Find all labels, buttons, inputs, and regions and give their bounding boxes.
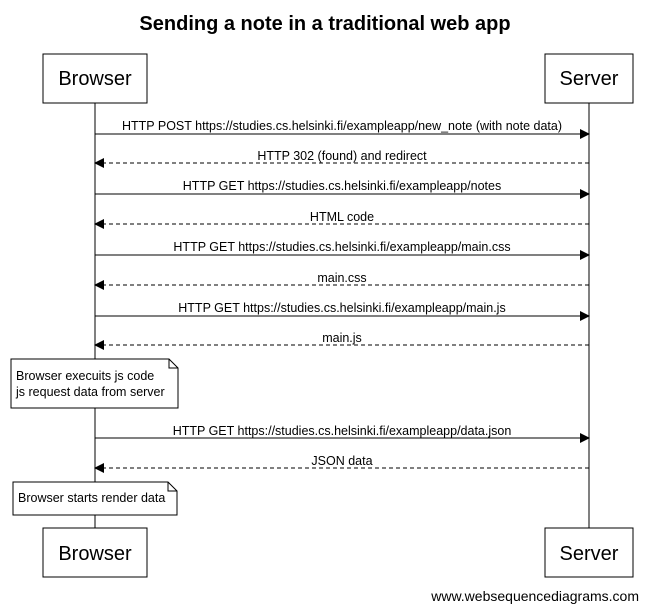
message-3: HTTP GET https://studies.cs.helsinki.fi/…	[95, 179, 590, 199]
message-10: JSON data	[94, 454, 589, 473]
message-label: JSON data	[311, 454, 372, 468]
message-label: main.css	[317, 271, 366, 285]
message-label: HTTP GET https://studies.cs.helsinki.fi/…	[173, 424, 512, 438]
actor-server-bottom: Server	[544, 527, 634, 578]
watermark-link[interactable]: www.websequencediagrams.com	[430, 588, 639, 604]
message-label: HTTP POST https://studies.cs.helsinki.fi…	[122, 119, 562, 133]
message-2: HTTP 302 (found) and redirect	[94, 149, 589, 168]
message-label: HTTP 302 (found) and redirect	[257, 149, 427, 163]
message-9: HTTP GET https://studies.cs.helsinki.fi/…	[95, 424, 590, 443]
message-8: main.js	[94, 331, 589, 350]
note-text: Browser execuits js code	[16, 369, 154, 383]
message-label: HTML code	[310, 210, 374, 224]
note-2: Browser starts render data	[12, 481, 178, 516]
message-5: HTTP GET https://studies.cs.helsinki.fi/…	[95, 240, 590, 260]
message-label: HTTP GET https://studies.cs.helsinki.fi/…	[183, 179, 501, 193]
message-7: HTTP GET https://studies.cs.helsinki.fi/…	[95, 301, 590, 321]
note-1: Browser execuits js code js request data…	[10, 358, 179, 409]
actor-server-bottom-label: Server	[560, 543, 619, 565]
actor-server-top: Server	[544, 53, 634, 104]
message-4: HTML code	[94, 210, 589, 229]
actor-server-top-label: Server	[560, 68, 619, 90]
diagram-title: Sending a note in a traditional web app	[139, 13, 510, 35]
actor-browser-top-label: Browser	[58, 68, 132, 90]
message-label: main.js	[322, 331, 362, 345]
message-6: main.css	[94, 271, 589, 290]
actor-browser-bottom: Browser	[42, 527, 148, 578]
actor-browser-bottom-label: Browser	[58, 543, 132, 565]
actor-browser-top: Browser	[42, 53, 148, 104]
message-1: HTTP POST https://studies.cs.helsinki.fi…	[95, 119, 590, 139]
message-label: HTTP GET https://studies.cs.helsinki.fi/…	[173, 240, 510, 254]
note-text: js request data from server	[15, 385, 165, 399]
note-text: Browser starts render data	[18, 491, 165, 505]
message-label: HTTP GET https://studies.cs.helsinki.fi/…	[178, 301, 505, 315]
